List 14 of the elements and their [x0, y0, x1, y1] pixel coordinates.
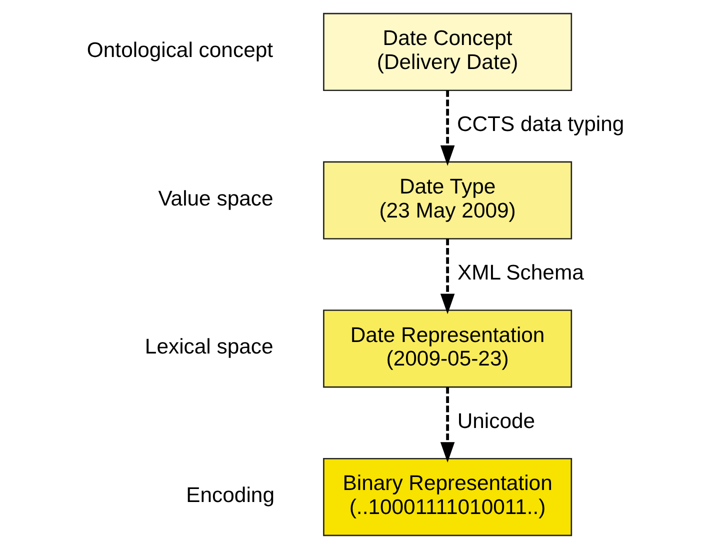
arrow	[440, 238, 454, 314]
node-label: Value space	[158, 187, 273, 210]
arrow	[440, 387, 454, 463]
edge-label: CCTS data typing	[456, 113, 624, 136]
edge-label: Unicode	[456, 410, 535, 433]
node-box: Date Type (23 May 2009)	[322, 161, 572, 240]
node-label: Encoding	[186, 484, 274, 508]
node-box: Binary Representation (..10001111010011..)	[322, 458, 572, 536]
node-label: Ontological concept	[86, 39, 273, 62]
edge-label: XML Schema	[456, 262, 584, 285]
node-box: Date Concept (Delivery Date)	[322, 12, 572, 92]
node-box: Date Representation (2009-05-23)	[322, 310, 572, 388]
node-label: Lexical space	[144, 336, 273, 359]
arrow	[440, 90, 454, 166]
